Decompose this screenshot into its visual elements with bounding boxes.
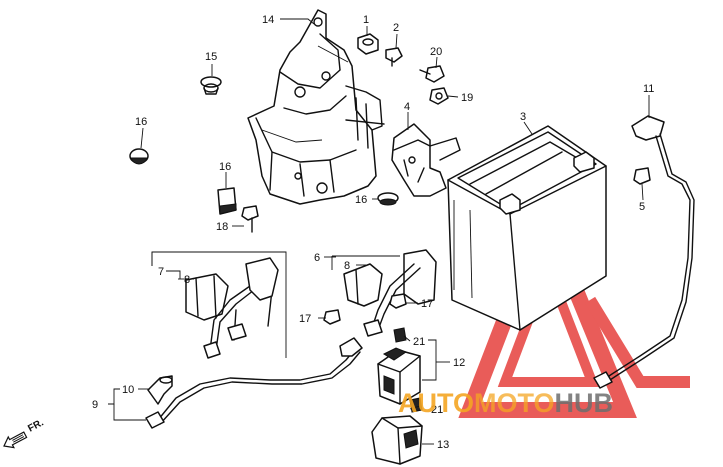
callout-labels: 14 1 2 20 19 15 16 16 16 18 4 3 11 5 7 8… [92, 14, 654, 451]
callout-16-right: 16 [355, 194, 367, 206]
grommet-part-15 [200, 76, 222, 95]
battery-part-3 [447, 125, 607, 331]
callout-9: 9 [92, 399, 98, 411]
harness-group-6-box [331, 255, 400, 270]
starter-cable-part-9 [145, 337, 363, 429]
callout-14: 14 [262, 14, 274, 26]
callout-8-right: 8 [344, 260, 350, 272]
cover-part-8-right [343, 263, 383, 307]
watermark-text-hub: HUB [555, 388, 614, 418]
callout-8-left: 8 [184, 274, 190, 286]
cushion-part-16-right [377, 192, 399, 206]
callout-16-mid: 16 [219, 161, 231, 173]
nut-part-5 [633, 167, 651, 185]
front-direction-indicator: FR. [3, 417, 46, 449]
callout-7: 7 [158, 266, 164, 278]
callout-15: 15 [205, 51, 217, 63]
callout-17-left: 17 [299, 313, 311, 325]
nut-part-19 [429, 87, 449, 105]
cover-part-8-left [185, 273, 229, 321]
callout-13: 13 [437, 439, 449, 451]
harness-group-7-box [151, 251, 287, 358]
callout-1: 1 [363, 14, 369, 26]
callout-12: 12 [453, 357, 465, 369]
callout-10: 10 [122, 384, 134, 396]
bolt-part-2 [385, 47, 403, 67]
watermark-triangle-stripe [584, 296, 690, 388]
callout-5: 5 [639, 201, 645, 213]
boot-part-10 [147, 375, 173, 405]
negative-cable-part-11 [593, 115, 695, 389]
cushion-part-16-left [129, 148, 149, 165]
front-arrow-icon [3, 431, 28, 449]
cushion-part-16-mid [217, 187, 237, 215]
watermark-text: AUTOMOTOHUB [398, 388, 613, 418]
starter-relay-part-12 [377, 347, 421, 405]
nut-part-1 [357, 33, 379, 55]
callout-16-left: 16 [135, 116, 147, 128]
bolt-part-20 [419, 65, 445, 83]
battery-bracket [247, 9, 385, 205]
callout-21-bottom: 21 [431, 404, 443, 416]
positive-harness-part-6 [363, 249, 437, 337]
bolt-part-17-left [323, 309, 341, 325]
battery-clamp-part-4 [391, 123, 461, 197]
callout-20: 20 [430, 46, 442, 58]
callout-18: 18 [216, 221, 228, 233]
callout-2: 2 [393, 22, 399, 34]
callout-6: 6 [314, 252, 320, 264]
watermark-text-moto: MOTO [474, 388, 555, 418]
callout-21-top: 21 [413, 336, 425, 348]
svg-text:AUTOMOTOHUB: AUTOMOTOHUB [398, 388, 613, 418]
starter-harness-part-7 [203, 257, 279, 359]
callout-11: 11 [643, 83, 654, 95]
callout-4: 4 [404, 101, 410, 113]
fuse-part-21-top [393, 327, 407, 343]
callout-3: 3 [520, 111, 526, 123]
callout-19: 19 [461, 92, 473, 104]
relay-cover-part-13 [371, 415, 423, 465]
front-direction-label: FR. [26, 417, 46, 434]
watermark-text-auto: AUTO [398, 388, 474, 418]
bolt-part-18 [241, 205, 259, 233]
callout-17-right: 17 [421, 298, 433, 310]
leader-lines [108, 18, 650, 445]
bolt-part-17-right [389, 293, 407, 309]
